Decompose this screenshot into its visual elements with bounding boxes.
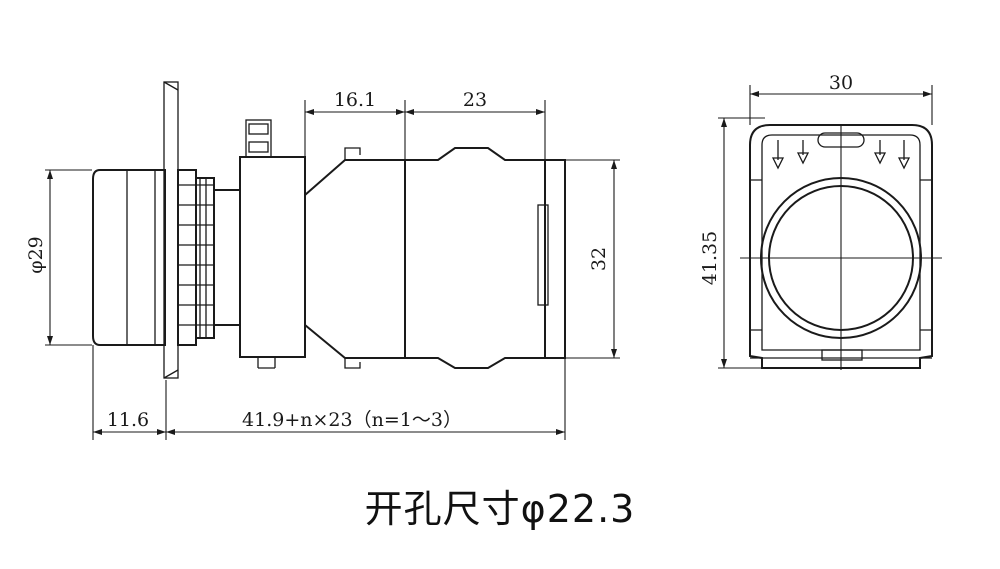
dim-phi29 (45, 169, 92, 346)
dim-32 (565, 159, 620, 359)
label-23: 23 (463, 89, 487, 111)
label-41-35: 41.35 (699, 231, 721, 285)
cutout-size-caption: 开孔尺寸φ22.3 (364, 487, 636, 531)
arrow-icon-4 (897, 140, 911, 170)
housing-outline (749, 124, 933, 369)
side-view: φ29 32 16.1 23 (25, 81, 620, 440)
arrow-icon-3 (873, 140, 887, 165)
arrow-icon-1 (771, 140, 785, 170)
mounting-panel (163, 81, 179, 379)
front-view: 30 41.35 (699, 72, 942, 370)
dim-top-blocks (304, 100, 546, 160)
button-head (92, 169, 166, 346)
arrow-icon-2 (796, 140, 810, 165)
label-16-1: 16.1 (334, 89, 376, 111)
dim-41-35 (718, 117, 765, 369)
mounting-adapter (239, 119, 306, 369)
contact-block-2 (404, 147, 546, 369)
label-11-6: 11.6 (107, 409, 149, 431)
end-block (537, 159, 566, 359)
label-30: 30 (829, 72, 853, 94)
label-body-length: 41.9+n×23（n=1～3） (242, 409, 462, 431)
threaded-nut (177, 169, 241, 346)
label-phi29: φ29 (25, 236, 47, 273)
dim-bottom (92, 345, 566, 440)
label-32: 32 (588, 247, 610, 271)
contact-block-1 (304, 147, 406, 369)
